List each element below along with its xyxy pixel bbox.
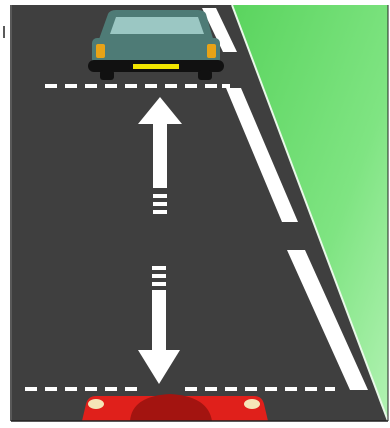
front-car (88, 10, 224, 80)
rear-red-car (82, 394, 268, 421)
